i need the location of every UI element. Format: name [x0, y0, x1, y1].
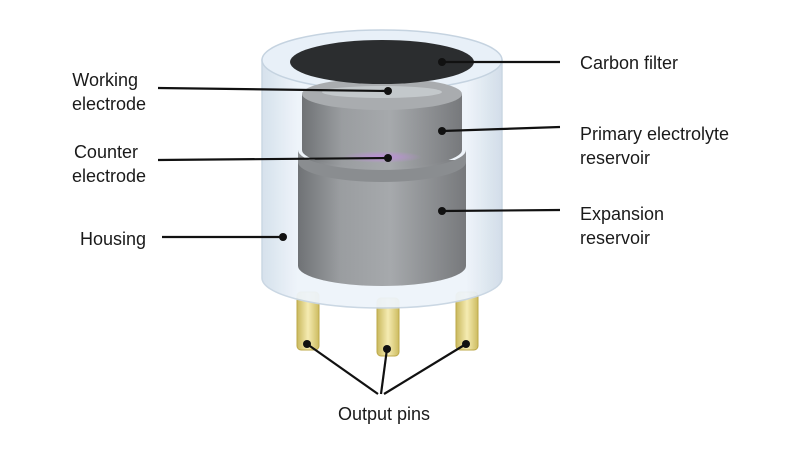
label-carbon-filter: Carbon filter	[580, 53, 678, 73]
label-primary-electrolyte-reservoir: Primary electrolyte reservoir	[580, 124, 734, 168]
leader-lines	[157, 58, 561, 395]
carbon-filter-disc	[290, 40, 474, 84]
leader-counter-electrode	[157, 156, 389, 162]
label-housing: Housing	[80, 229, 146, 249]
label-expansion-reservoir: Expansion reservoir	[580, 204, 669, 248]
output-pins-graphic	[296, 291, 479, 357]
leader-pin-right	[383, 343, 467, 395]
label-working-electrode: Working electrode	[72, 70, 146, 114]
leader-working-electrode	[157, 86, 389, 93]
inner-core-graphic	[298, 78, 466, 286]
label-counter-electrode: Counter electrode	[72, 142, 146, 186]
leader-expansion-reservoir	[441, 208, 561, 213]
label-output-pins: Output pins	[338, 404, 430, 424]
leader-pin-left	[306, 343, 379, 395]
leader-primary-reservoir	[441, 125, 561, 133]
leader-pin-middle	[379, 348, 389, 395]
